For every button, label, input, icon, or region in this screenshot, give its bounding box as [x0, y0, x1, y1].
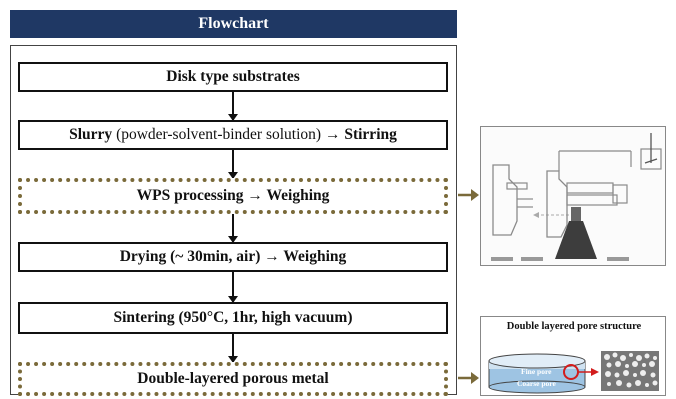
connector-arrow — [228, 334, 238, 363]
wps-apparatus-drawing — [481, 127, 665, 265]
step-drying: Drying (~ 30min, air) → Weighing — [18, 242, 448, 272]
connector-arrow — [228, 272, 238, 303]
side-arrow-wps — [458, 189, 479, 201]
fine-pore-label: Fine pore — [521, 367, 552, 376]
coarse-pore-label: Coarse pore — [517, 379, 556, 388]
step-wps-processing: WPS processing → Weighing — [18, 178, 448, 214]
step-label: Sintering (950°C, 1hr, high vacuum) — [113, 309, 353, 326]
step-double-layered-metal: Double-layered porous metal — [18, 362, 448, 396]
step-sintering: Sintering (950°C, 1hr, high vacuum) — [18, 302, 448, 334]
side-arrow-pore — [458, 372, 479, 384]
step-label-bold: Slurry — [69, 126, 113, 143]
pore-structure-drawing — [488, 351, 659, 394]
step-slurry: Slurry (powder-solvent-binder solution) … — [18, 120, 448, 150]
step-label-detail: (powder-solvent-binder solution) — [116, 126, 322, 143]
step-label-tail: → Stirring — [324, 126, 397, 143]
pore-figure-title: Double layered pore structure — [506, 321, 642, 332]
pore-structure-figure: Double layered pore structure Fine pore … — [480, 316, 666, 396]
connector-arrow — [228, 214, 238, 243]
flowchart-header: Flowchart — [10, 10, 457, 38]
step-label: Disk type substrates — [166, 68, 300, 85]
step-label: WPS processing → Weighing — [136, 187, 330, 204]
connector-arrow — [228, 92, 238, 121]
connector-arrow — [228, 150, 238, 179]
step-label: Drying (~ 30min, air) → Weighing — [119, 248, 347, 265]
wps-apparatus-figure — [480, 126, 666, 266]
step-disk-substrates: Disk type substrates — [18, 62, 448, 92]
flowchart-title: Flowchart — [198, 15, 269, 32]
step-label: Double-layered porous metal — [137, 370, 329, 387]
